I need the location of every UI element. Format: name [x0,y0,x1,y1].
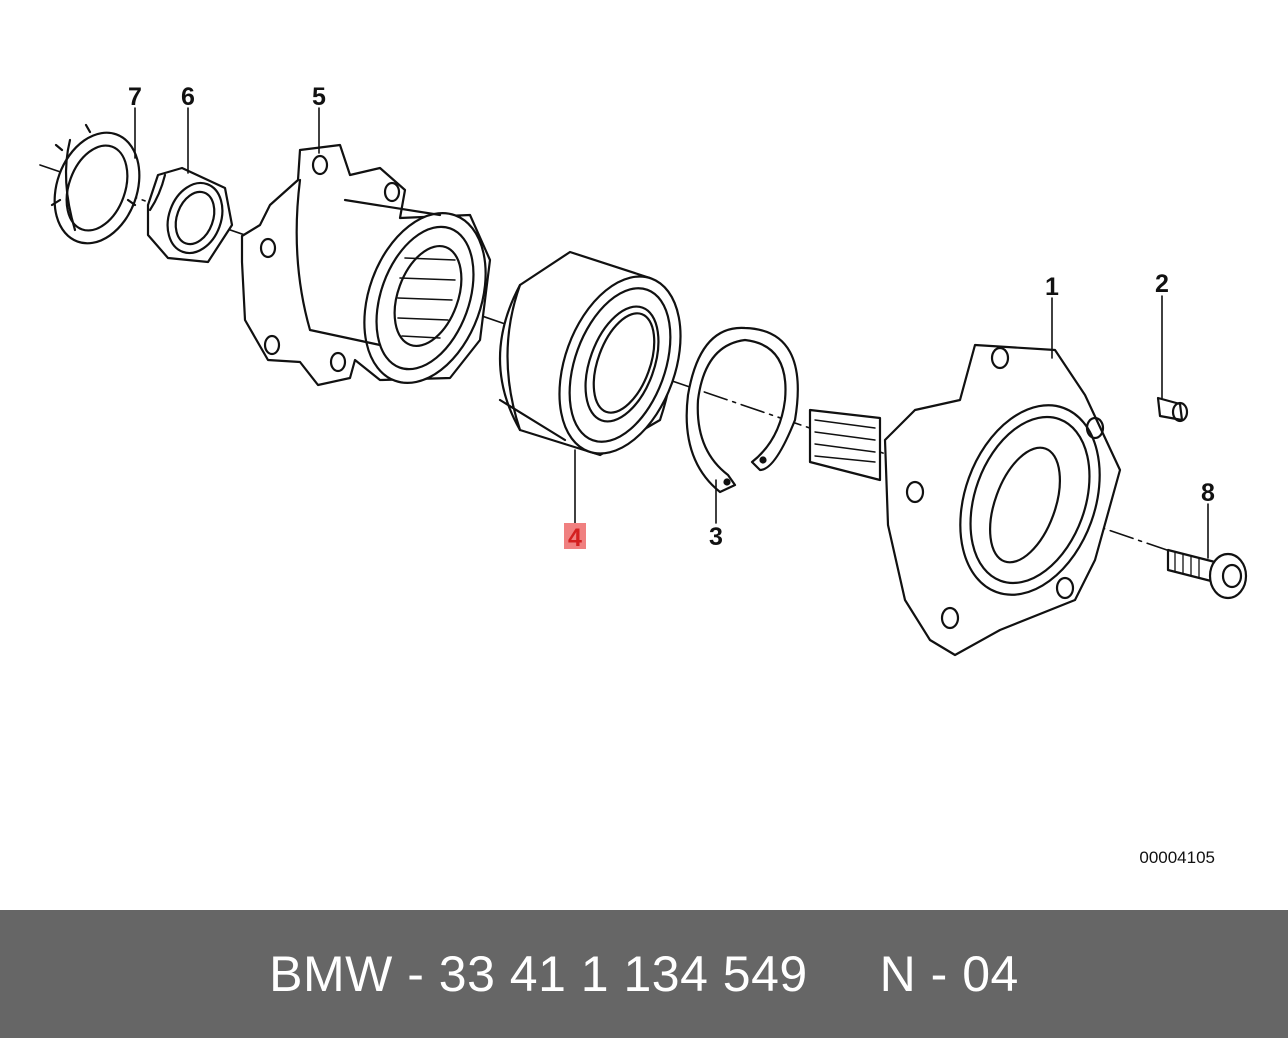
part-2-stud-bolt [1156,396,1189,423]
callout-4-highlight [564,523,586,549]
callout-4: 4 [568,524,582,552]
part-number-caption: BMW - 33 41 1 134 549 N - 04 [269,946,1019,1002]
callout-6: 6 [181,83,195,111]
part-5-flange [240,143,492,387]
callout-5: 5 [312,83,326,111]
part-3-circlip [685,326,799,494]
part-8-socket-bolt [1166,548,1248,600]
part-4-wheel-bearing [498,250,682,457]
diagram-reference-number: 00004105 [1139,848,1215,867]
leader-lines [134,107,1209,559]
part-1-drive-flange [808,343,1122,657]
callout-7: 7 [128,83,142,111]
callout-3: 3 [709,523,723,551]
part-6-nut [146,166,234,264]
exploded-parts-diagram: 7 6 5 4 3 1 2 8 00004105 [39,83,1248,867]
callout-1: 1 [1045,273,1059,301]
footer-bar: BMW - 33 41 1 134 549 N - 04 [0,910,1288,1038]
part-7-slotted-nut [50,123,141,245]
callout-2: 2 [1155,270,1169,298]
callout-8: 8 [1201,479,1215,507]
